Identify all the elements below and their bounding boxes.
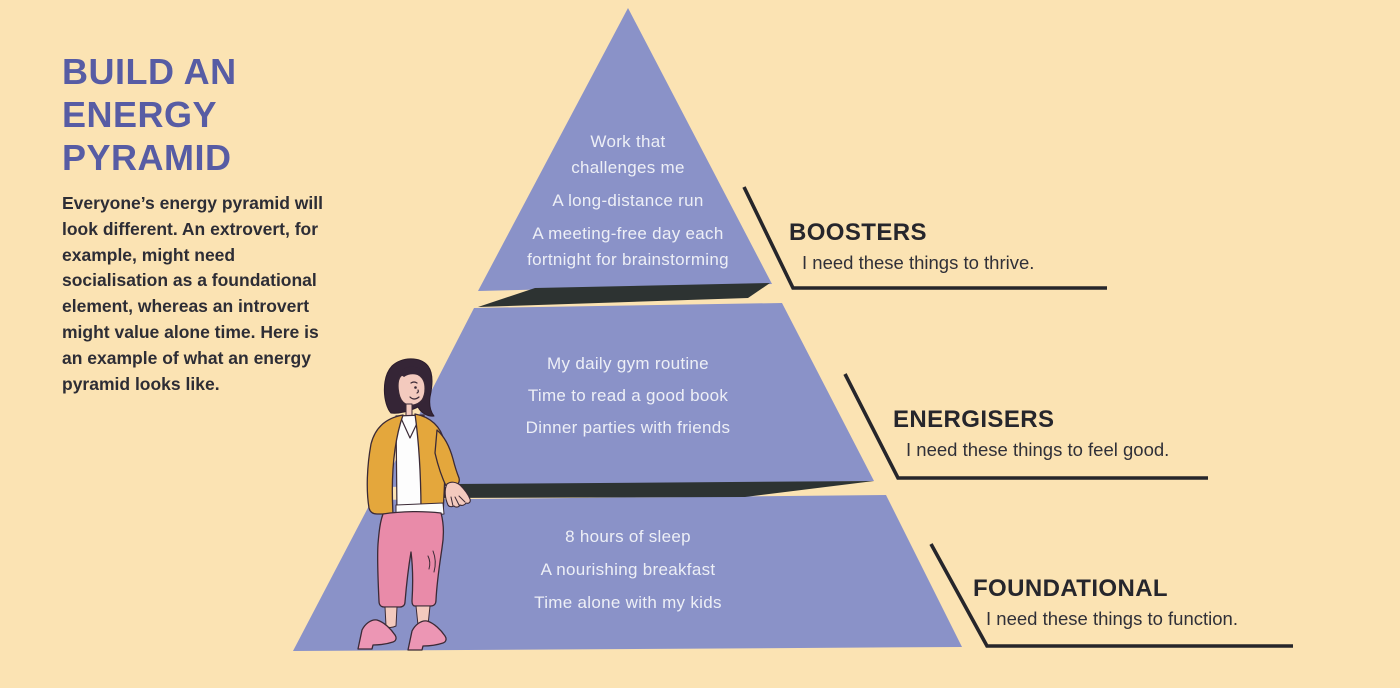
tier-boosters-shape (478, 8, 772, 291)
foundational-callout-line (929, 543, 1293, 648)
woman-right-shoe (407, 620, 447, 651)
boosters-callout-line (742, 186, 1107, 290)
woman-left-shoe (357, 619, 397, 650)
woman-pants-creases (427, 550, 436, 573)
tier-item: A meeting-free day each fortnight for br… (527, 224, 729, 269)
page-title-line: ENERGY (62, 94, 218, 135)
tier-item: A nourishing breakfast (540, 560, 716, 579)
tier-boosters-items: Work that challenges me A long-distance … (463, 129, 793, 280)
energisers-label: ENERGISERS I need these things to feel g… (893, 406, 1169, 461)
page-title-line: PYRAMID (62, 137, 232, 178)
tier-item: 8 hours of sleep (565, 527, 691, 546)
page-title-line: BUILD AN (62, 51, 237, 92)
foundational-description: I need these things to function. (986, 608, 1238, 629)
woman-left-ankle (384, 606, 398, 628)
foundational-label: FOUNDATIONAL I need these things to func… (973, 575, 1238, 630)
tier-foundational-items: 8 hours of sleep A nourishing breakfast … (463, 524, 793, 623)
tier-energisers-shape (382, 303, 874, 487)
boosters-description: I need these things to thrive. (802, 252, 1035, 273)
tier-foundational-shape (293, 495, 962, 651)
intro-paragraph: Everyone’s energy pyramid will look diff… (62, 193, 323, 394)
tier-item: My daily gym routine (547, 354, 709, 373)
woman-right-hand-fingers (450, 495, 466, 507)
woman-face-features (409, 381, 420, 400)
woman-illustration (357, 358, 471, 651)
boosters-heading: BOOSTERS (789, 219, 927, 246)
woman-face (397, 372, 426, 406)
foundational-heading: FOUNDATIONAL (973, 575, 1168, 602)
tier-item: Time alone with my kids (534, 593, 722, 612)
tier-energisers-items: My daily gym routine Time to read a good… (463, 351, 793, 447)
energisers-heading: ENERGISERS (893, 406, 1055, 433)
boosters-label: BOOSTERS I need these things to thrive. (789, 219, 1034, 274)
page-title: BUILD AN ENERGY PYRAMID (62, 50, 237, 179)
woman-neck (405, 403, 413, 417)
woman-pants (376, 510, 445, 608)
woman-bangs (398, 366, 427, 381)
energisers-description: I need these things to feel good. (906, 439, 1170, 460)
woman-cardigan-left (366, 414, 404, 515)
tier-shadow-2 (420, 481, 874, 498)
energisers-callout-line (843, 373, 1208, 480)
tier-item: Time to read a good book (527, 386, 729, 405)
tier-shadow-1 (478, 283, 770, 307)
tier-item: Work that challenges me (571, 132, 685, 177)
tier-item: Dinner parties with friends (525, 418, 731, 437)
tier-item: A long-distance run (552, 191, 704, 210)
woman-sleeve (434, 429, 460, 489)
